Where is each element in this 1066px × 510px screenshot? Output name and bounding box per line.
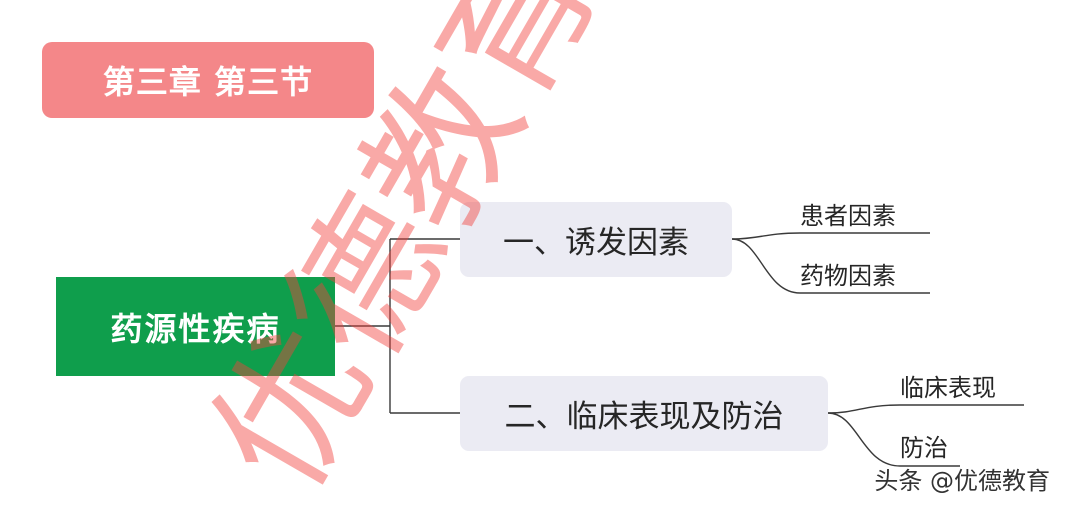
leaf-node: 防治: [900, 434, 948, 462]
leaf-node: 临床表现: [900, 374, 996, 402]
connector-leaf-4: [827, 412, 960, 467]
root-node: 药源性疾病: [56, 277, 335, 376]
source-watermark: 头条 @优德教育: [874, 467, 1050, 495]
branch-node-2: 二、临床表现及防治: [460, 376, 828, 451]
connector-leaf-3: [827, 404, 1024, 414]
connector-leaf-2: [731, 238, 930, 294]
branch-node-1: 一、诱发因素: [460, 202, 732, 277]
leaf-node: 患者因素: [800, 202, 896, 230]
connector-leaf-1: [731, 232, 930, 240]
chapter-title: 第三章 第三节: [42, 42, 374, 118]
leaf-node: 药物因素: [800, 262, 896, 290]
